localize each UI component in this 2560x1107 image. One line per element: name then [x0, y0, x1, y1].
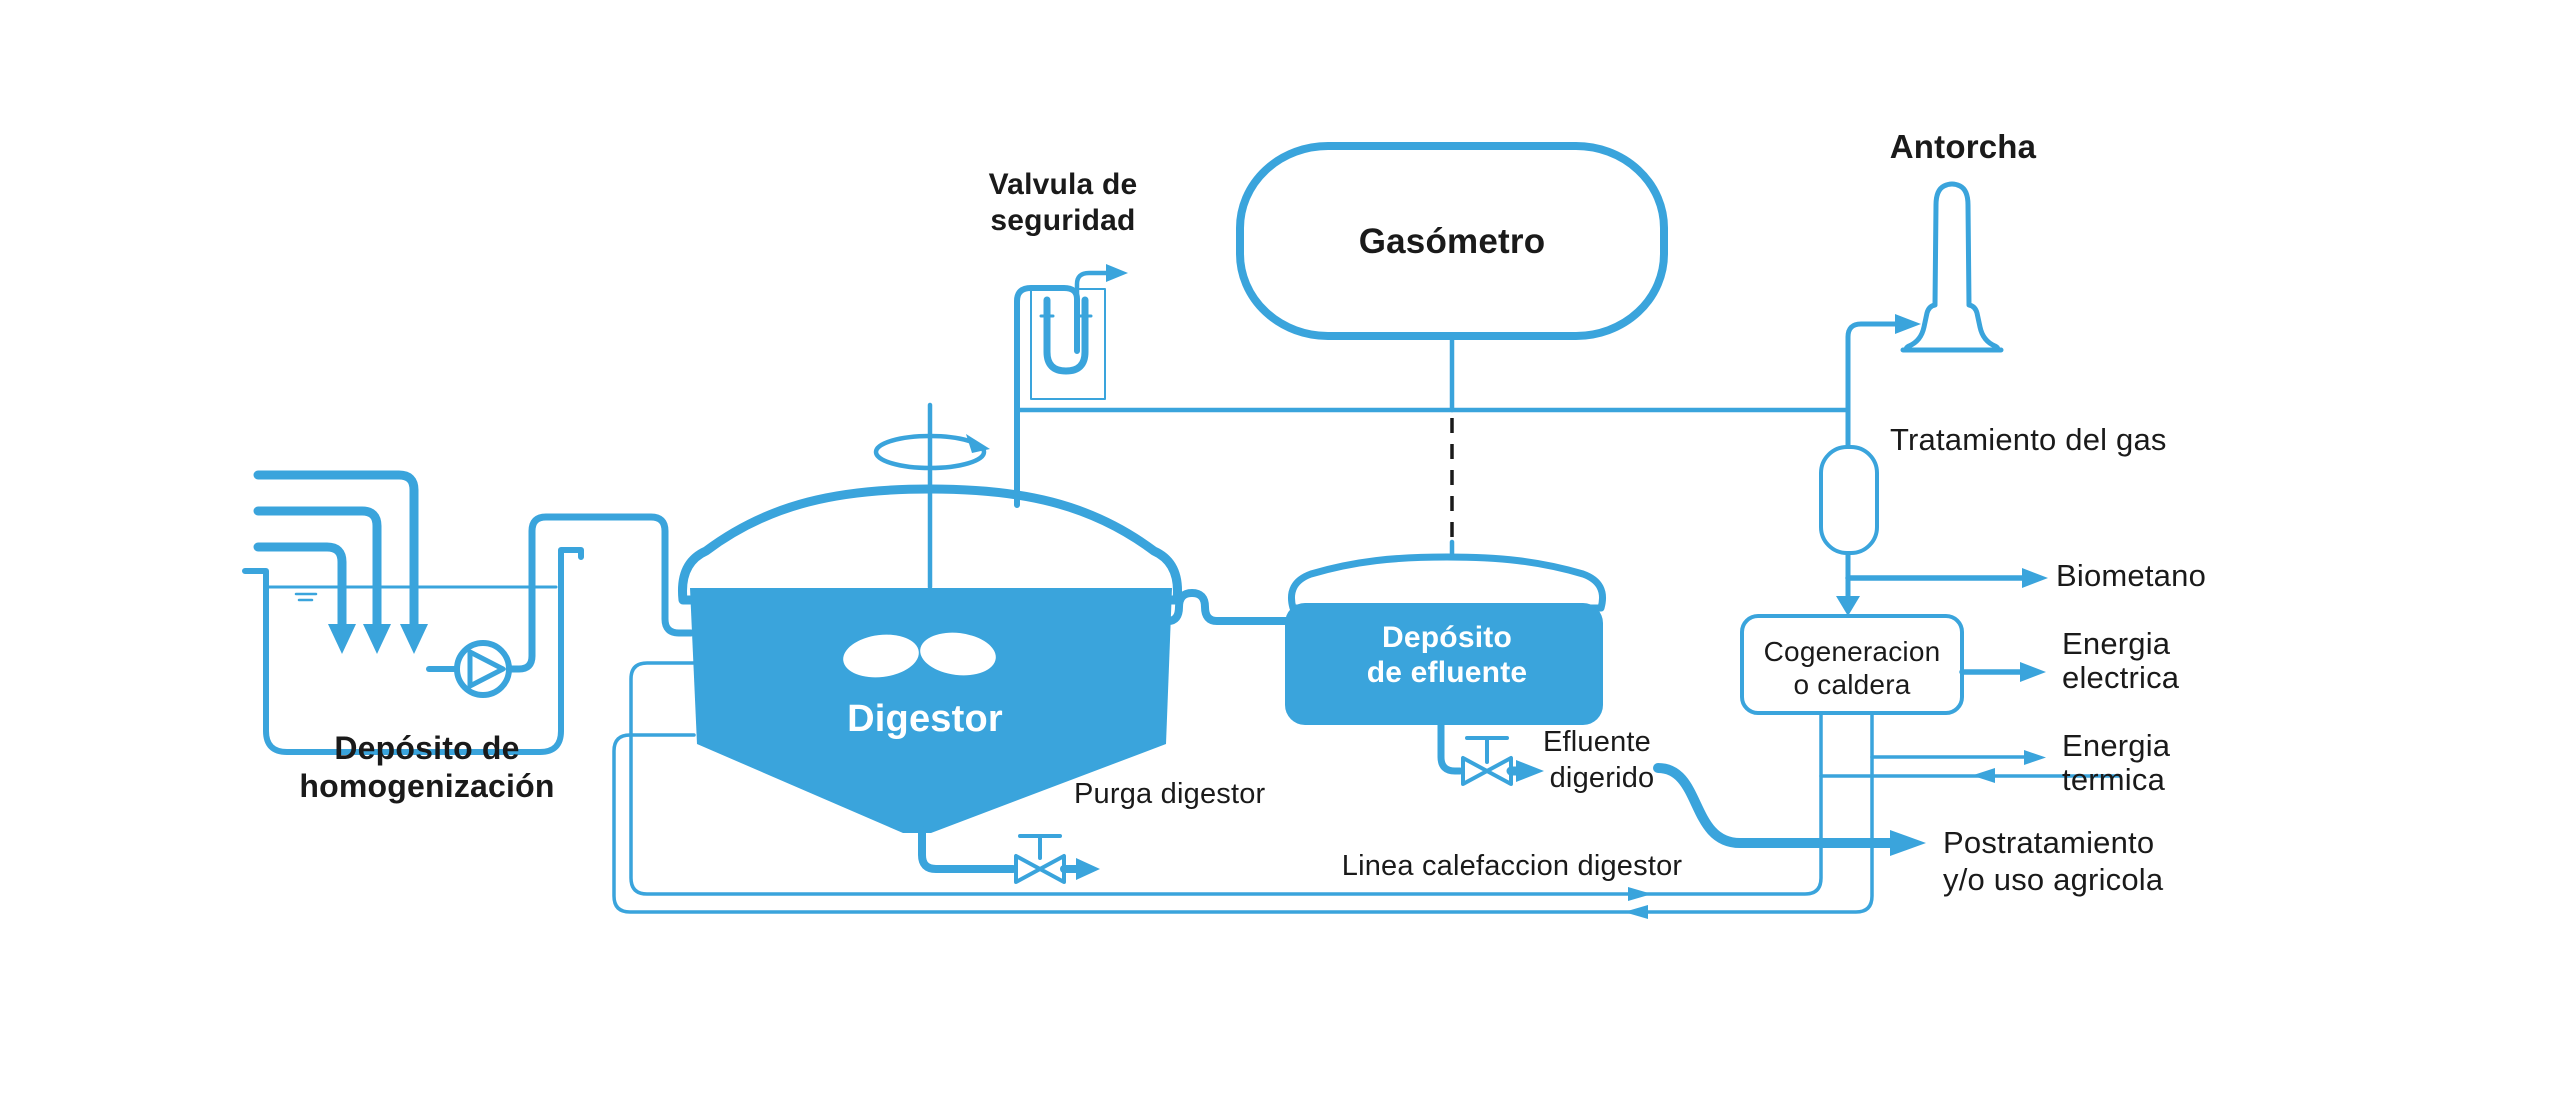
safety-valve-icon: [1014, 264, 1128, 508]
heating-line-label: Linea calefaccion digestor: [1341, 850, 1683, 882]
biomethane-arrow-icon: [2022, 568, 2048, 588]
water-surface-icon: [294, 592, 318, 602]
digester-effluent-pipe: [1156, 589, 1294, 625]
digester-label: Digestor: [847, 698, 1003, 740]
thermal-return-arrow-icon: [1972, 768, 1995, 783]
electric-energy-line: [1959, 662, 2046, 682]
mixer-paddle-icon: [843, 634, 919, 678]
biomethane-line: [1845, 568, 2048, 588]
electric-energy-label-line1: Energia: [2062, 626, 2171, 661]
safety-valve-label-line2: seguridad: [990, 204, 1136, 237]
electric-energy-label-line2: electrica: [2062, 660, 2180, 695]
effluent-valve-icon: [1461, 736, 1544, 786]
biomethane-label: Biometano: [2056, 558, 2207, 593]
stirrer-icon: [873, 402, 990, 590]
homogenization-tank-label-line2: homogenización: [299, 768, 555, 804]
vent-arrow-icon: [1106, 264, 1128, 282]
feed-pipe: [505, 513, 695, 673]
flare-feed-line: [1845, 314, 1921, 413]
mixer-paddle-icon: [920, 632, 996, 676]
effluent-outlet-line: [1437, 718, 1464, 775]
effluent-tank-label-line2: de efluente: [1366, 656, 1528, 689]
gasometer-label: Gasómetro: [1358, 222, 1546, 261]
thermal-export-arrow-icon: [2024, 750, 2046, 765]
digested-effluent-label-line1: Efluente: [1542, 726, 1652, 758]
purge-valve-icon: [1014, 834, 1100, 884]
effluent-tank-label-line1: Depósito: [1382, 621, 1512, 654]
pump-icon: [426, 640, 512, 698]
gas-to-cogeneration-arrow-icon: [1836, 596, 1860, 616]
thermal-energy-label-line1: Energia: [2062, 728, 2171, 763]
gasometer-shape: [1236, 142, 1668, 413]
thermal-energy-label-line2: termica: [2062, 762, 2166, 797]
heating-supply-arrow-icon: [1628, 887, 1652, 901]
purge-flow-arrow-icon: [1076, 858, 1100, 880]
gas-treatment-label: Tratamiento del gas: [1890, 422, 2167, 457]
digested-effluent-label-line2: digerido: [1549, 762, 1655, 794]
flare-icon: [1900, 181, 2004, 353]
homogenization-tank-label-line1: Depósito de: [334, 730, 520, 766]
digester-outlet-line: [918, 826, 1017, 873]
cogeneration-box: [1740, 614, 1964, 715]
cogeneration-label-line2: o caldera: [1793, 669, 1911, 700]
thermal-energy-lines: [1819, 750, 2122, 783]
electric-energy-arrow-icon: [2020, 662, 2046, 682]
heating-loop-lines: [612, 661, 1874, 919]
digested-effluent-line: [1653, 763, 1926, 856]
cogeneration-label-line1: Cogeneracion: [1763, 636, 1941, 667]
post-treatment-label-line2: y/o uso agricola: [1943, 862, 2164, 897]
safety-valve-label-line1: Valvula de: [988, 168, 1138, 201]
digester-purge-label: Purga digestor: [1074, 778, 1266, 810]
flare-feed-arrow-icon: [1895, 314, 1921, 334]
effluent-tank-shape: [1285, 553, 1606, 725]
supply-pipes-icon: [253, 470, 428, 654]
effluent-flow-arrow-icon: [1516, 760, 1544, 782]
gas-treatment-vessel: [1819, 407, 1879, 616]
flare-label: Antorcha: [1889, 128, 2037, 165]
heating-return-arrow-icon: [1624, 905, 1648, 919]
post-treatment-label-line1: Postratamiento: [1943, 825, 2155, 860]
post-treatment-arrow-icon: [1890, 830, 1926, 856]
